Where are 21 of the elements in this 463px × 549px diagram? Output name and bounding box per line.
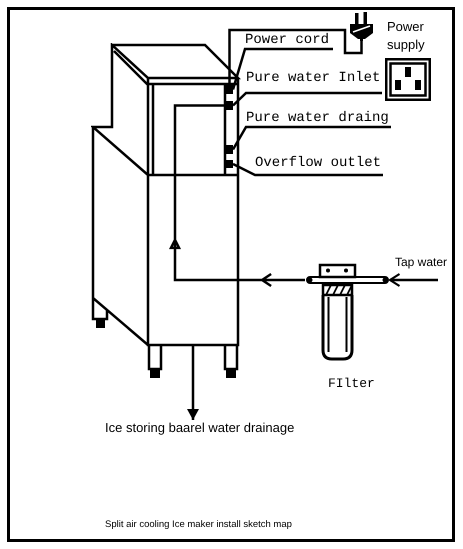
callout-label: Ice storing baarel water drainage	[105, 420, 296, 436]
callout-label: FIlter	[328, 376, 375, 392]
port-icon	[226, 101, 233, 110]
arrow	[187, 380, 199, 420]
callout-label: Power cord	[245, 32, 330, 48]
pipe-arrow	[170, 104, 306, 288]
callout-label: Power supply	[387, 18, 426, 54]
leader-line	[232, 92, 382, 106]
edge-label: Tap water	[395, 255, 448, 269]
leader-line	[232, 126, 391, 150]
callout-label: Pure water draing	[246, 110, 390, 126]
leader-line	[232, 162, 383, 176]
port-icon	[226, 145, 233, 154]
callout-label: Pure water Inlet	[246, 70, 382, 86]
caption: Split air cooling Ice maker install sketch map	[105, 519, 292, 531]
port-icon	[226, 160, 233, 168]
arrow	[388, 272, 438, 288]
port-icon	[226, 85, 233, 94]
cable-line	[228, 28, 363, 85]
callout-label: Overflow outlet	[255, 155, 382, 171]
leader-line	[232, 48, 333, 90]
